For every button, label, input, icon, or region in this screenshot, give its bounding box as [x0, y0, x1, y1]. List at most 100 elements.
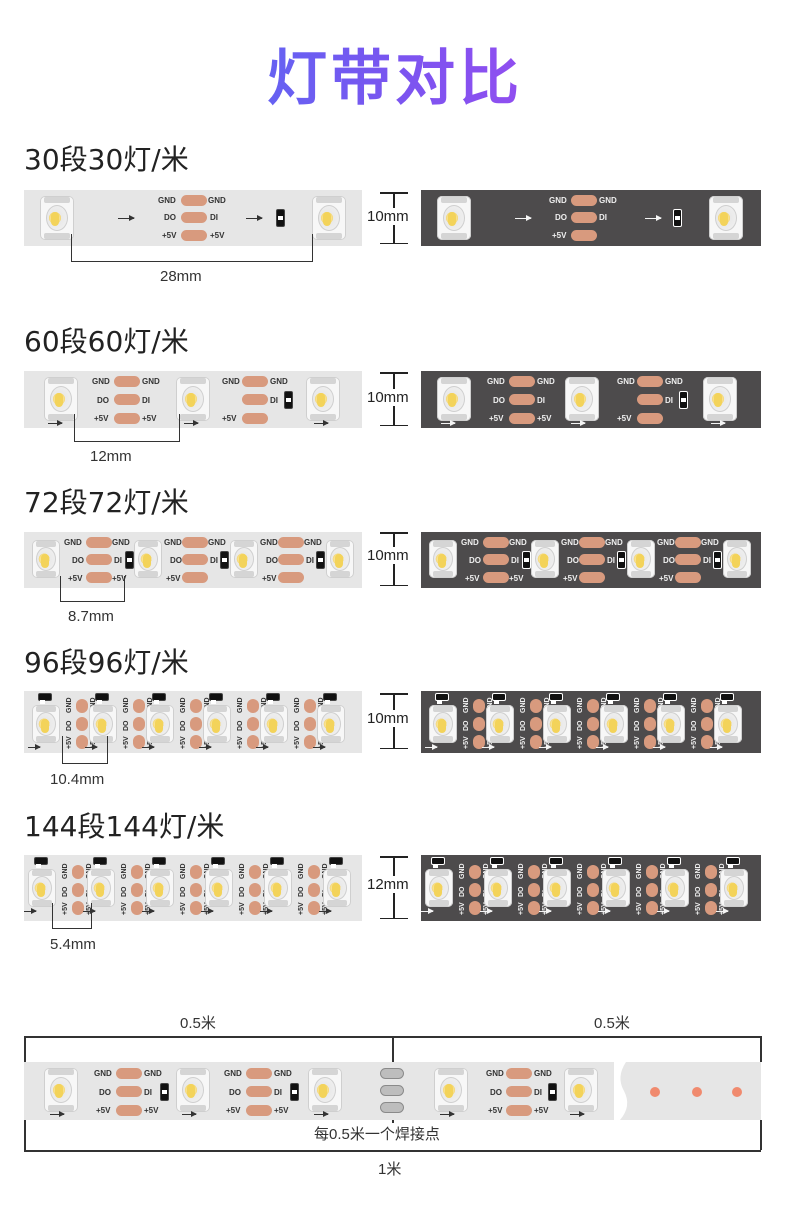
resistor-icon [152, 693, 166, 704]
resistor-icon [608, 857, 622, 868]
spacing-label: 8.7mm [68, 608, 114, 625]
arrow-icon [570, 1111, 585, 1117]
height-label: 10mm [366, 208, 410, 225]
led-chip [543, 869, 571, 907]
pad-do [705, 883, 717, 897]
led-chip [89, 705, 117, 743]
pad-vcc [182, 572, 208, 583]
pad-gnd [528, 865, 540, 879]
pad-vcc [675, 572, 701, 583]
resistor-icon [290, 1083, 299, 1101]
resistor-icon [95, 693, 109, 704]
pad-gnd [469, 865, 481, 879]
solder-dot [692, 1087, 702, 1097]
pad-vcc [114, 413, 140, 424]
arrow-icon [314, 1111, 329, 1117]
pad-label-vcc: +5V [488, 1106, 503, 1115]
arrow-icon [539, 744, 552, 750]
pad-vcc [278, 572, 304, 583]
pad-label-gnd: GND [605, 538, 623, 547]
pad-do [587, 717, 599, 731]
arrow-icon [482, 744, 495, 750]
pad-do [506, 1086, 532, 1097]
pad-vcc [587, 901, 599, 915]
pad-label-gnd: GND [701, 538, 719, 547]
resistor-icon [323, 693, 337, 704]
resistor-icon [329, 857, 343, 868]
pad-do [308, 883, 320, 897]
pad-label-gnd: GND [487, 377, 505, 386]
pad-vcc [506, 1105, 532, 1116]
arrow-icon [184, 420, 199, 426]
pad-gnd [86, 537, 112, 548]
height-label: 10mm [366, 710, 410, 727]
strip-60-black: GND GND DO DI +5V +5V GND GND DI +5V [421, 371, 761, 428]
section-label-144: 144段144灯/米 [24, 810, 225, 843]
arrow-icon [711, 420, 726, 426]
led-chip [176, 377, 210, 421]
spacing-bracket [71, 234, 313, 262]
pad-vcc [86, 572, 112, 583]
resistor-icon [617, 551, 626, 569]
pad-label-vcc: +5V [294, 736, 301, 749]
pad-label-do: DO [66, 720, 73, 732]
pad-do [72, 883, 84, 897]
solder-joint [380, 1085, 404, 1096]
led-chip [264, 869, 292, 907]
pad-label-di: DI [210, 556, 218, 565]
pad-gnd [182, 537, 208, 548]
pad-label-vcc: +5V [274, 1106, 289, 1115]
pad-label-do: DO [695, 886, 702, 898]
pad-label-di: DI [142, 396, 150, 405]
section-label-60: 60段60灯/米 [24, 325, 189, 358]
arrow-icon [246, 215, 263, 221]
pad-label-vcc: +5V [180, 736, 187, 749]
pad-gnd [571, 195, 597, 206]
strip-144-black: GNDDO+5VGNDDI+5VGNDDO+5VGNDDI+5VGNDDO+5V… [421, 855, 761, 921]
pad-label-do: DO [298, 886, 305, 898]
pad-label-vcc: +5V [226, 1106, 241, 1115]
pad-do [86, 554, 112, 565]
pad-label-vcc: +5V [121, 902, 128, 915]
arrow-icon [256, 744, 269, 750]
strip-96-black: GNDDO+5VGNDDI+5VGNDDO+5VGNDDI+5VGNDDO+5V… [421, 691, 761, 753]
pad-label-vcc: +5V [617, 414, 632, 423]
spacing-label: 28mm [160, 268, 202, 285]
pad-label-gnd: GND [561, 538, 579, 547]
pad-gnd [587, 865, 599, 879]
solder-dot [650, 1087, 660, 1097]
led-chip [434, 1068, 468, 1112]
resistor-icon [673, 209, 682, 227]
pad-label-gnd: GND [260, 538, 278, 547]
pad-gnd [131, 865, 143, 879]
pad-label-di: DI [534, 1088, 542, 1097]
page-title: 灯带对比 [0, 30, 790, 117]
pad-do [571, 212, 597, 223]
arrow-icon [50, 1111, 65, 1117]
strip-30-black: GND GND DO DI +5V [421, 190, 761, 246]
spacing-bracket [62, 736, 108, 764]
pad-label-vcc: +5V [459, 902, 466, 915]
pad-vcc [247, 735, 259, 749]
arrow-icon [515, 215, 532, 221]
pad-label-gnd: GND [636, 863, 643, 879]
pad-label-vcc: +5V [577, 902, 584, 915]
pad-label-gnd: GND [224, 1069, 242, 1078]
pad-gnd [705, 865, 717, 879]
pad-label-gnd: GND [577, 697, 584, 713]
pad-do [190, 717, 202, 731]
pad-label-vcc: +5V [465, 574, 480, 583]
resistor-icon [270, 857, 284, 868]
pad-label-vcc: +5V [634, 736, 641, 749]
pad-label-do: DO [97, 396, 109, 405]
pad-label-vcc: +5V [239, 902, 246, 915]
pad-label-vcc: +5V [112, 574, 127, 583]
pad-label-vcc: +5V [162, 231, 177, 240]
arrow-icon [182, 1111, 197, 1117]
pad-label-do: DO [567, 556, 579, 565]
led-chip [134, 540, 162, 578]
pad-vcc [469, 901, 481, 915]
arrow-icon [710, 744, 723, 750]
height-label: 10mm [366, 389, 410, 406]
pad-label-gnd: GND [537, 377, 555, 386]
